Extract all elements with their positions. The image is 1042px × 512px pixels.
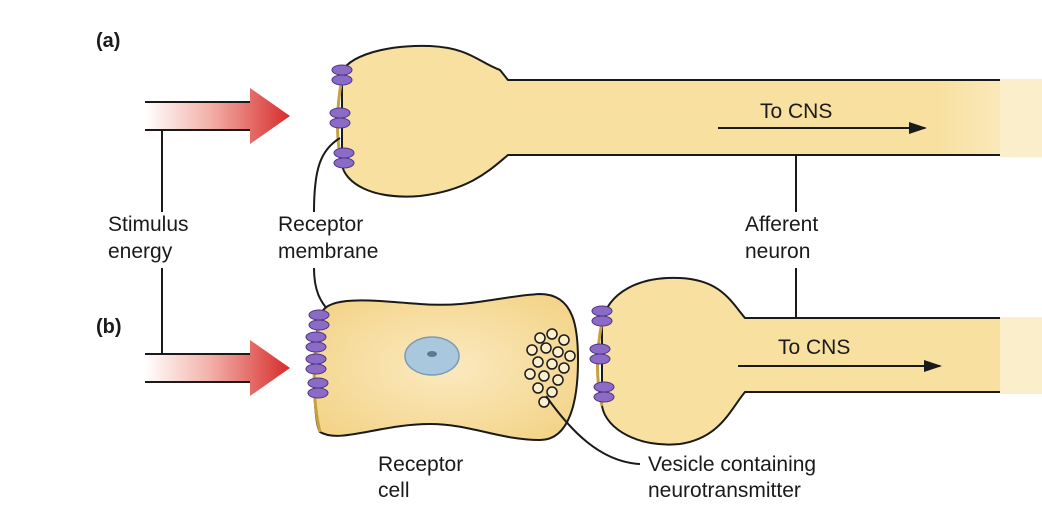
to-cns-label-b: To CNS [778, 336, 850, 359]
receptor-cell-label-1: Receptor [378, 453, 463, 476]
panel-label-a: (a) [96, 30, 120, 52]
receptor-membrane-label-2: membrane [278, 240, 378, 263]
panel-a-axon-fade [1000, 79, 1042, 157]
receptor-cell-nucleolus [427, 351, 437, 357]
stimulus-arrow-b [145, 340, 290, 396]
panel-label-b: (b) [96, 316, 122, 338]
afferent-neuron-label-1: Afferent [745, 213, 818, 236]
panel-b-neuron: To CNS [590, 278, 1042, 445]
stimulus-energy-label-1: Stimulus [108, 213, 189, 236]
panel-b-neuron-body [602, 278, 1042, 445]
panel-a-neuron-body [342, 46, 1042, 197]
panel-b-axon-fade [1000, 317, 1042, 394]
stimulus-arrow-a [145, 88, 290, 144]
vesicle-label-1: Vesicle containing [648, 453, 816, 476]
afferent-neuron-label-2: neuron [745, 240, 810, 263]
panel-b-receptor-cell [306, 294, 578, 440]
to-cns-label-a: To CNS [760, 100, 832, 123]
receptor-cell-label-2: cell [378, 479, 410, 502]
stimulus-energy-label-2: energy [108, 240, 173, 263]
vesicle-label-2: neurotransmitter [648, 479, 801, 502]
receptor-membrane-label-1: Receptor [278, 213, 363, 236]
panel-a-neuron: To CNS [330, 46, 1042, 197]
